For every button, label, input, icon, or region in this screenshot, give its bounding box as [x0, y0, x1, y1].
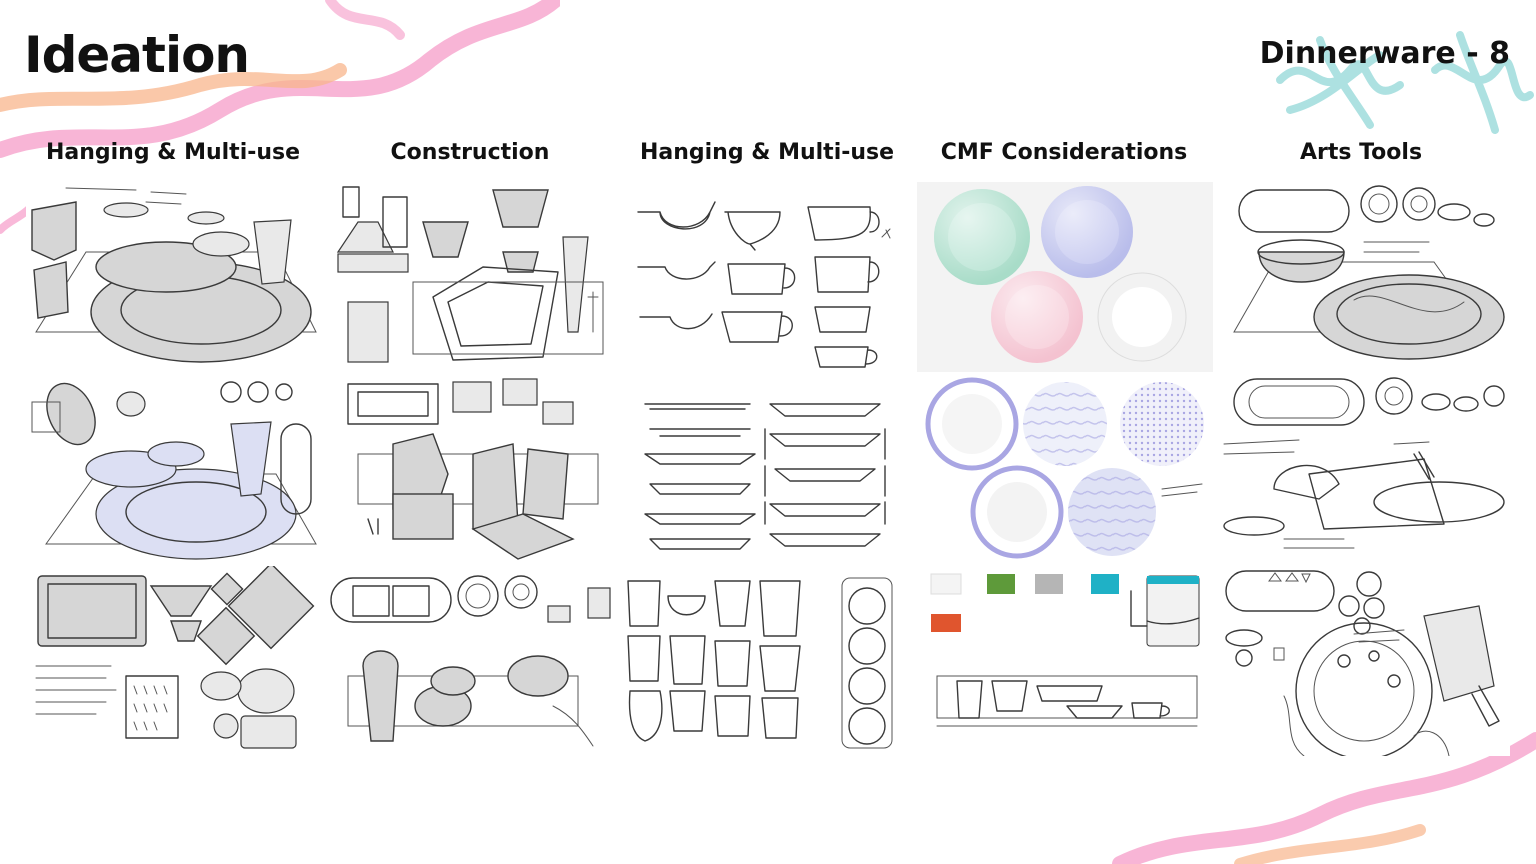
sketch-cup-profiles [620, 566, 916, 756]
sketch-arts-bowls-and-platter [1214, 182, 1510, 372]
sketch-hanging-dish-stack [26, 374, 322, 564]
sketch-plate-profiles [620, 374, 916, 564]
column-heading-2: Construction [390, 140, 550, 165]
slide-title: Ideation [24, 26, 250, 84]
sketch-trays-and-bowls [26, 566, 322, 756]
sketch-arts-stencil-plate [1214, 566, 1510, 756]
column-heading-4: CMF Considerations [940, 140, 1188, 165]
cmf-solid-color-plates [917, 182, 1213, 372]
sketch-gravy-boats-and-cups [620, 182, 916, 372]
sketch-construction-bowl-panels [323, 374, 619, 564]
sketch-construction-modular-elements [323, 566, 619, 756]
column-heading-5: Arts Tools [1299, 140, 1423, 165]
cmf-patterned-plates [917, 374, 1213, 564]
decorative-teal-scribble [1276, 31, 1534, 134]
sketch-arts-texture-rubbing [1214, 374, 1510, 564]
cmf-material-swatches [917, 566, 1213, 756]
slide-subtitle: Dinnerware - 8 [1259, 36, 1510, 71]
column-heading-3: Hanging & Multi-use [639, 140, 895, 165]
sketch-construction-plate-assembly [323, 182, 619, 372]
sketch-hanging-plate-set [26, 182, 322, 372]
column-heading-1: Hanging & Multi-use [45, 140, 301, 165]
